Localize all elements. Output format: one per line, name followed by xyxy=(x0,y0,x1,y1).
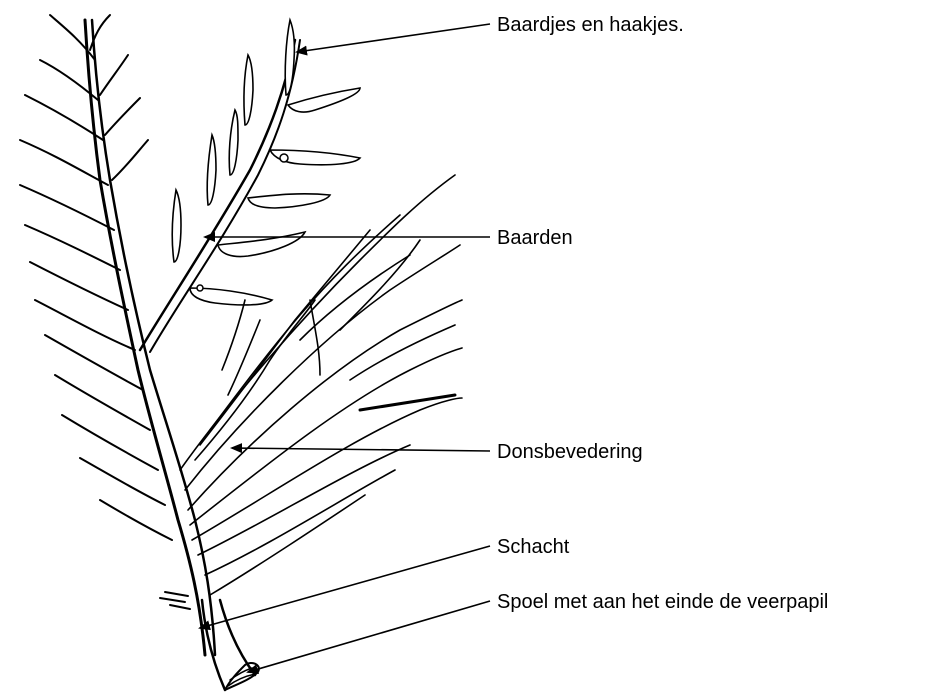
left-barbs xyxy=(19,14,173,541)
down-fan xyxy=(179,174,463,596)
leader-barbules-hooks xyxy=(295,23,491,56)
label-barbules-hooks: Baardjes en haakjes. xyxy=(497,14,684,36)
label-quill: Spoel met aan het einde de veerpapil xyxy=(497,591,828,613)
labels: Baardjes en haakjes. Baarden Donsbeveder… xyxy=(497,14,828,613)
leader-lines xyxy=(198,23,491,674)
label-barbs: Baarden xyxy=(497,227,573,249)
leader-down xyxy=(230,443,491,454)
label-down: Donsbevedering xyxy=(497,441,643,463)
label-shaft: Schacht xyxy=(497,536,570,558)
leader-quill xyxy=(246,600,491,674)
shaft-details xyxy=(159,591,191,610)
leader-shaft xyxy=(198,545,491,631)
upper-barbs xyxy=(171,17,362,306)
